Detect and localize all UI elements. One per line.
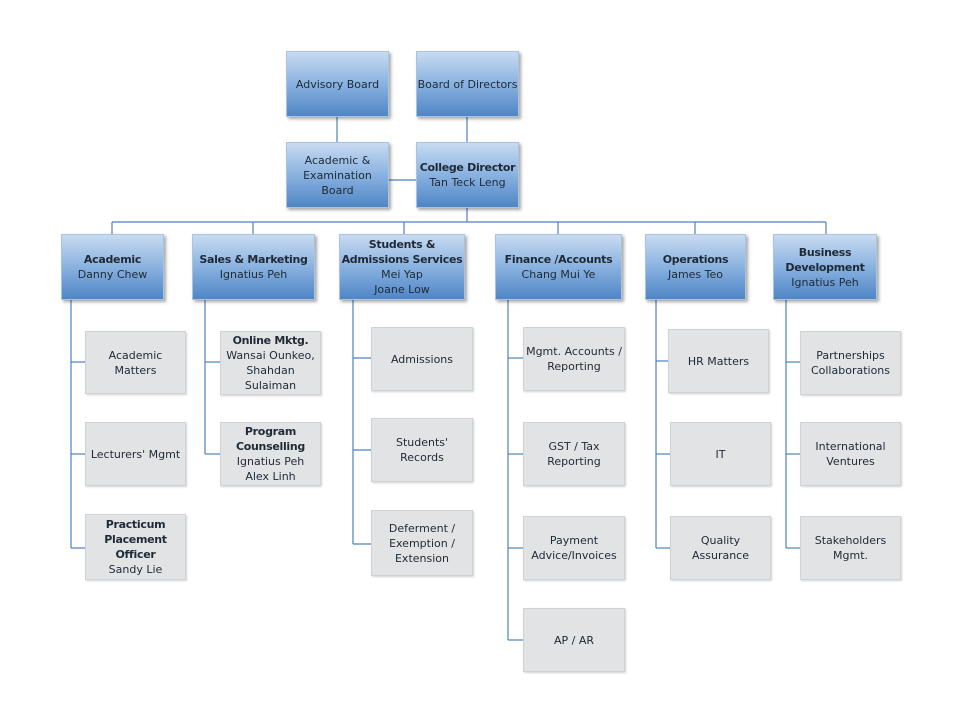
dept-academic-box[interactable]: Academic Danny Chew (61, 234, 164, 300)
dept-students-admissions-head: Mei Yap (381, 268, 423, 281)
students-records-line: Records (400, 451, 444, 464)
dept-finance-accounts-box[interactable]: Finance /Accounts Chang Mui Ye (495, 234, 622, 300)
advisory-board-label: Advisory Board (295, 77, 380, 91)
international-ventures-box[interactable]: International Ventures (800, 422, 901, 486)
online-mktg-person: Shahdan Sulaiman (244, 364, 297, 392)
partnerships-line: Partnerships (816, 349, 885, 362)
academic-matters-box[interactable]: Academic Matters (85, 331, 186, 394)
academic-examination-board-line: Board (321, 183, 354, 197)
academic-examination-board-line: Examination (303, 168, 372, 182)
college-director-title: College Director (419, 161, 516, 174)
deferment-line: Exemption / (389, 536, 455, 550)
college-director-name: Tan Teck Leng (429, 176, 506, 189)
board-of-directors-box[interactable]: Board of Directors (416, 51, 519, 117)
online-mktg-box[interactable]: Online Mktg. Wansai Ounkeo, Shahdan Sula… (220, 331, 321, 395)
dept-sales-marketing-title: Sales & Marketing (199, 253, 308, 266)
dept-students-admissions-head: Joane Low (374, 283, 430, 296)
dept-academic-head: Danny Chew (77, 268, 148, 281)
academic-examination-board-line: Academic & (304, 153, 371, 167)
dept-finance-accounts-head: Chang Mui Ye (521, 268, 596, 281)
deferment-box[interactable]: Deferment / Exemption / Extension (371, 510, 473, 576)
hr-matters-box[interactable]: HR Matters (668, 329, 769, 393)
it-label: IT (715, 447, 726, 461)
practicum-placement-title: Placement Officer (104, 533, 167, 561)
program-counselling-title: Counselling (235, 440, 306, 453)
stakeholders-mgmt-line: Stakeholders (814, 534, 887, 547)
quality-assurance-label: Quality Assurance (691, 534, 749, 562)
admissions-label: Admissions (390, 352, 454, 366)
hr-matters-label: HR Matters (687, 354, 750, 368)
program-counselling-person: Ignatius Peh (236, 455, 305, 468)
dept-finance-accounts-title: Finance /Accounts (504, 253, 613, 266)
deferment-line: Deferment / (388, 521, 456, 535)
dept-business-development-box[interactable]: Business Development Ignatius Peh (773, 234, 877, 300)
practicum-placement-title: Practicum (105, 518, 166, 531)
dept-academic-title: Academic (83, 253, 142, 266)
international-ventures-line: Ventures (826, 455, 875, 468)
students-records-line: Students' (395, 436, 449, 449)
dept-operations-head: James Teo (667, 268, 724, 281)
gst-tax-box[interactable]: GST / Tax Reporting (523, 422, 625, 486)
gst-tax-line: GST / Tax (548, 440, 600, 453)
dept-business-development-title: Development (785, 260, 865, 274)
dept-business-development-title: Business (798, 245, 852, 259)
dept-students-admissions-title: Admissions Services (341, 253, 463, 266)
program-counselling-box[interactable]: Program Counselling Ignatius Peh Alex Li… (220, 422, 321, 486)
dept-operations-title: Operations (662, 253, 729, 266)
dept-sales-marketing-box[interactable]: Sales & Marketing Ignatius Peh (192, 234, 315, 300)
international-ventures-line: International (815, 440, 886, 453)
it-box[interactable]: IT (670, 422, 771, 486)
program-counselling-title: Program (244, 425, 297, 438)
online-mktg-person: Wansai Ounkeo, (226, 349, 315, 362)
stakeholders-mgmt-line: Mgmt. (833, 549, 868, 562)
dept-students-admissions-box[interactable]: Students & Admissions Services Mei Yap J… (339, 234, 465, 300)
college-director-box[interactable]: College Director Tan Teck Leng (416, 142, 519, 208)
partnerships-line: Collaborations (810, 364, 891, 377)
mgmt-accounts-line: Reporting (547, 360, 601, 373)
payment-advice-line: Payment (549, 534, 599, 547)
academic-examination-board-box[interactable]: Academic & Examination Board (286, 142, 389, 208)
gst-tax-line: Reporting (547, 455, 601, 468)
mgmt-accounts-box[interactable]: Mgmt. Accounts / Reporting (523, 327, 625, 391)
academic-matters-label: Academic Matters (108, 348, 163, 377)
admissions-box[interactable]: Admissions (371, 327, 473, 391)
lecturers-mgmt-label: Lecturers' Mgmt (90, 447, 181, 461)
board-of-directors-label: Board of Directors (417, 77, 518, 91)
dept-students-admissions-title: Students & (368, 238, 436, 251)
mgmt-accounts-line: Mgmt. Accounts / (526, 345, 622, 358)
dept-operations-box[interactable]: Operations James Teo (645, 234, 746, 300)
dept-business-development-head: Ignatius Peh (791, 275, 859, 289)
online-mktg-title: Online Mktg. (232, 334, 309, 347)
deferment-line: Extension (394, 551, 449, 565)
advisory-board-box[interactable]: Advisory Board (286, 51, 389, 117)
quality-assurance-box[interactable]: Quality Assurance (670, 516, 771, 580)
program-counselling-person: Alex Linh (245, 470, 296, 483)
ap-ar-label: AP / AR (553, 633, 595, 647)
lecturers-mgmt-box[interactable]: Lecturers' Mgmt (85, 422, 186, 486)
ap-ar-box[interactable]: AP / AR (523, 608, 625, 672)
students-records-box[interactable]: Students' Records (371, 418, 473, 482)
practicum-placement-person: Sandy Lie (108, 563, 163, 576)
dept-sales-marketing-head: Ignatius Peh (219, 268, 288, 281)
payment-advice-box[interactable]: Payment Advice/Invoices (523, 516, 625, 580)
practicum-placement-box[interactable]: Practicum Placement Officer Sandy Lie (85, 514, 186, 580)
payment-advice-line: Advice/Invoices (531, 549, 617, 562)
stakeholders-mgmt-box[interactable]: Stakeholders Mgmt. (800, 516, 901, 580)
partnerships-box[interactable]: Partnerships Collaborations (800, 331, 901, 395)
